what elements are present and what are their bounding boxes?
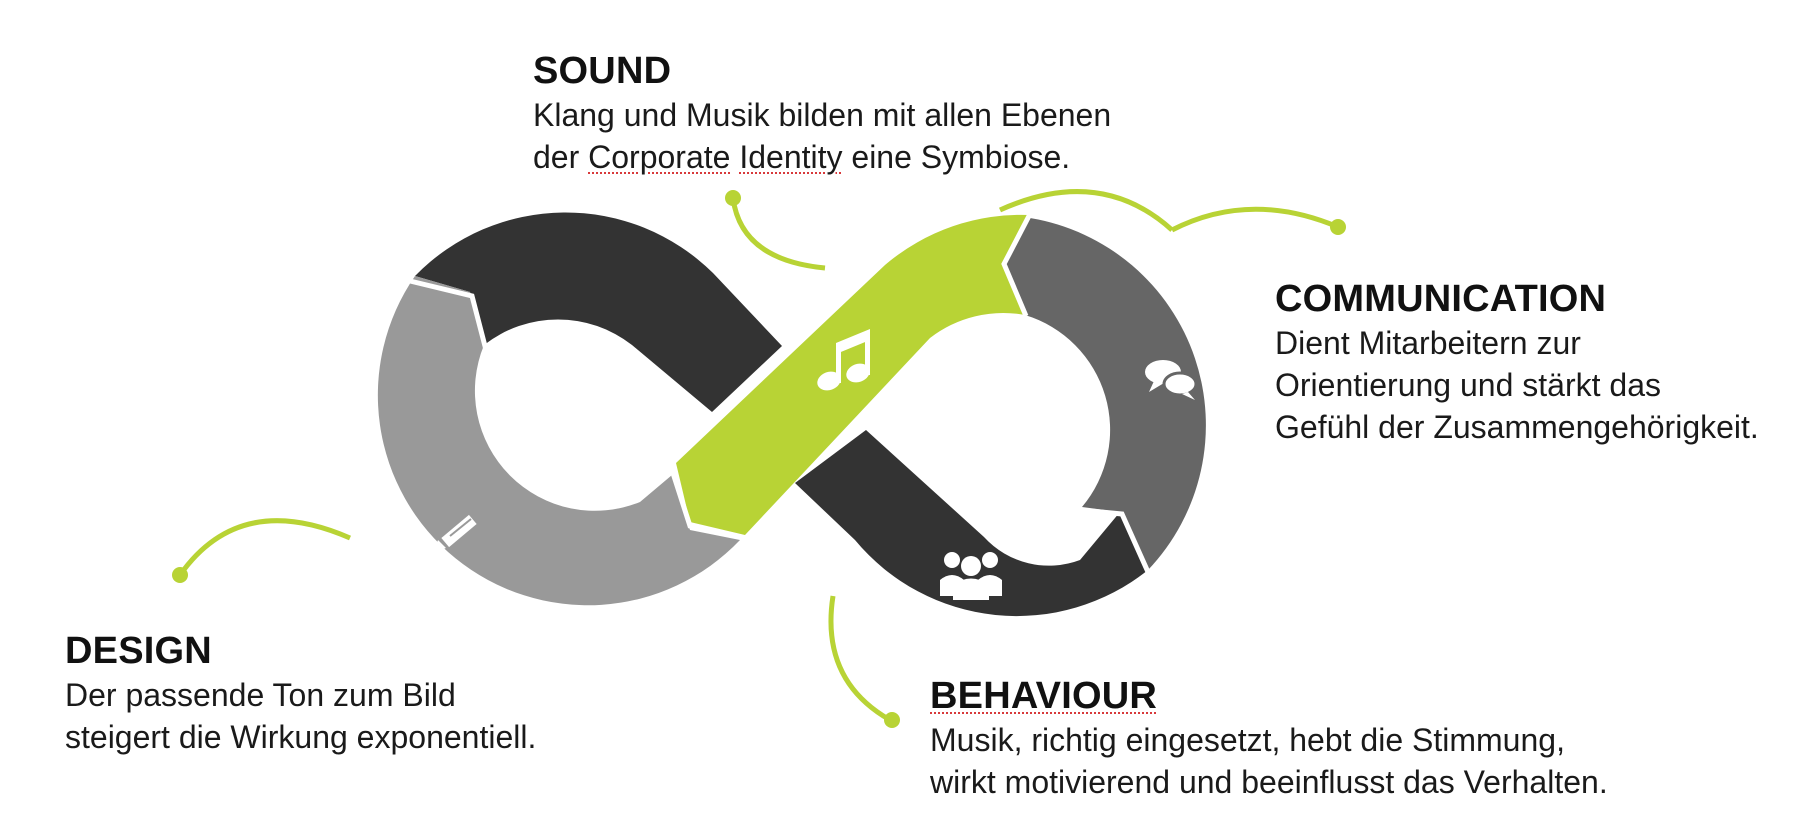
design-block: DESIGN Der passende Ton zum Bild steiger… bbox=[65, 628, 536, 758]
segment-dividers bbox=[409, 212, 1151, 574]
communication-text-line1: Dient Mitarbeitern zur bbox=[1275, 325, 1581, 361]
speech-bubbles-icon bbox=[1145, 360, 1198, 400]
communication-text-line2: Orientierung und stärkt das bbox=[1275, 367, 1661, 403]
design-text-line1: Der passende Ton zum Bild bbox=[65, 677, 456, 713]
design-title: DESIGN bbox=[65, 630, 212, 672]
communication-text-line3: Gefühl der Zusammengehörigkeit. bbox=[1275, 409, 1759, 445]
connector-communication-ext bbox=[1170, 206, 1339, 233]
behaviour-text-line2: wirkt motivierend und beeinflusst das Ve… bbox=[930, 764, 1608, 800]
connector-communication bbox=[998, 189, 1174, 232]
sound-block: SOUND Klang und Musik bilden mit allen E… bbox=[533, 48, 1111, 178]
sound-text-word-corporate: Corporate bbox=[588, 139, 731, 175]
sound-text-part: der bbox=[533, 139, 589, 175]
sound-text-part-end: eine Symbiose. bbox=[842, 139, 1071, 175]
behaviour-text-line1: Musik, richtig eingesetzt, hebt die Stim… bbox=[930, 722, 1565, 758]
sound-text-line1: Klang und Musik bilden mit allen Ebenen bbox=[533, 97, 1112, 133]
sound-text-line2: der Corporate Identity eine Symbiose. bbox=[533, 136, 1111, 178]
segment-top-left bbox=[415, 212, 782, 412]
connector-dot-sound bbox=[725, 190, 741, 206]
behaviour-block: BEHAVIOUR Musik, richtig eingesetzt, heb… bbox=[930, 673, 1608, 803]
segment-behaviour bbox=[795, 430, 1148, 617]
sound-title: SOUND bbox=[533, 50, 672, 92]
connector-lines bbox=[177, 189, 1174, 723]
communication-title: COMMUNICATION bbox=[1275, 278, 1607, 320]
connector-design bbox=[177, 518, 351, 577]
pencil-icon bbox=[434, 514, 477, 552]
segment-communication bbox=[1005, 218, 1206, 570]
group-people-icon bbox=[940, 552, 1002, 600]
communication-block: COMMUNICATION Dient Mitarbeitern zur Ori… bbox=[1275, 276, 1759, 448]
connector-dot-design bbox=[172, 567, 188, 583]
sound-text-word-identity: Identity bbox=[739, 139, 843, 175]
sound-text-space bbox=[730, 139, 739, 175]
behaviour-title: BEHAVIOUR bbox=[930, 675, 1157, 717]
connector-behaviour bbox=[828, 595, 892, 723]
connector-dot-behaviour bbox=[884, 712, 900, 728]
design-text-line2: steigert die Wirkung exponentiell. bbox=[65, 719, 537, 755]
music-note-icon bbox=[817, 329, 870, 391]
connector-sound bbox=[730, 197, 826, 271]
